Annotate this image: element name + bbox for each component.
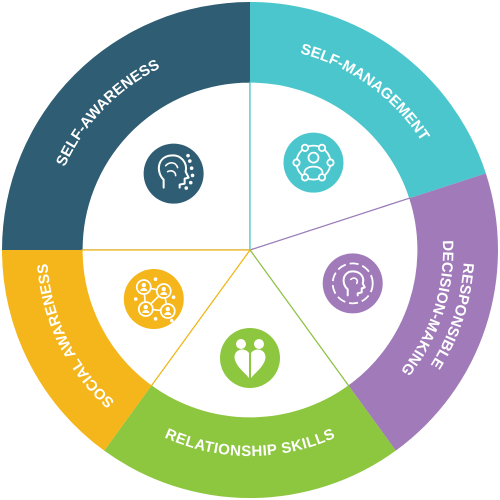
connected-people-icon <box>123 269 184 330</box>
social-awareness-ring-segment <box>2 250 152 451</box>
two-people-heart-icon <box>220 328 280 388</box>
relationship-skills-ring-segment <box>104 385 396 498</box>
head-profile-icon <box>143 143 204 204</box>
self-awareness-ring-segment <box>2 2 250 250</box>
head-circle-icon <box>322 253 383 314</box>
responsible-decision-making-ring-segment <box>348 173 498 451</box>
self-management-ring-segment <box>250 2 486 199</box>
person-network-icon <box>283 132 344 193</box>
